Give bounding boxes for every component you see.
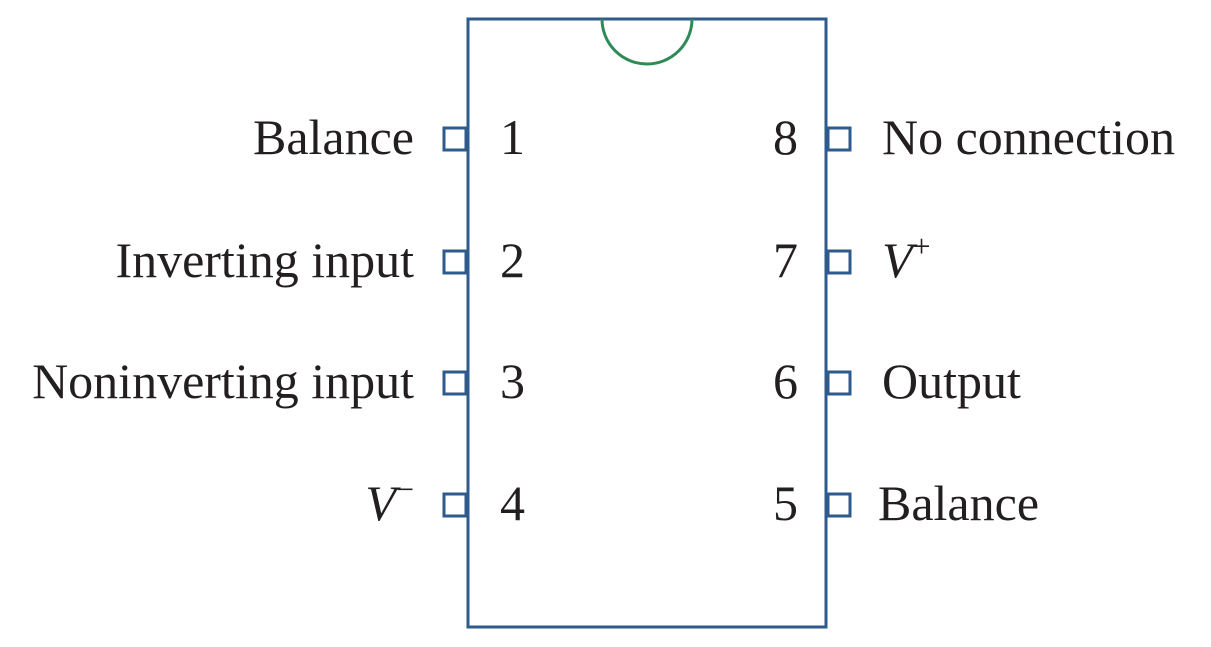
pin-8-pad — [826, 126, 852, 152]
pin-2-label: Inverting input — [115, 232, 414, 288]
ic-package-body — [466, 17, 828, 629]
pin-8-label: No connection — [882, 109, 1175, 165]
orientation-notch — [600, 18, 694, 66]
pin-3-number: 3 — [500, 353, 525, 409]
pin-4-pad — [442, 492, 468, 518]
pin-3-label: Noninverting input — [32, 353, 414, 409]
pin-6-pad — [826, 370, 852, 396]
pin-3-pad — [442, 370, 468, 396]
pin-7-label: V+ — [882, 228, 931, 288]
pin-7-label-main: V — [882, 232, 918, 288]
pin-7-label-sup: + — [913, 228, 931, 264]
pin-1-pad — [442, 126, 468, 152]
pin-1-label: Balance — [253, 109, 414, 165]
pin-4-number: 4 — [500, 475, 525, 531]
pin-4-label: V− — [365, 471, 414, 531]
pin-6-label: Output — [882, 353, 1021, 409]
pin-6-number: 6 — [773, 353, 798, 409]
pin-8-number: 8 — [773, 109, 798, 165]
pin-1-number: 1 — [500, 109, 525, 165]
pin-5-pad — [826, 492, 852, 518]
pin-4-label-main: V — [365, 475, 401, 531]
pin-7-number: 7 — [773, 232, 798, 288]
pin-4-label-sup: − — [396, 471, 414, 507]
pin-2-number: 2 — [500, 232, 525, 288]
pin-5-label: Balance — [878, 475, 1039, 531]
pin-5-number: 5 — [773, 475, 798, 531]
pin-7-pad — [826, 249, 852, 275]
pin-2-pad — [442, 249, 468, 275]
